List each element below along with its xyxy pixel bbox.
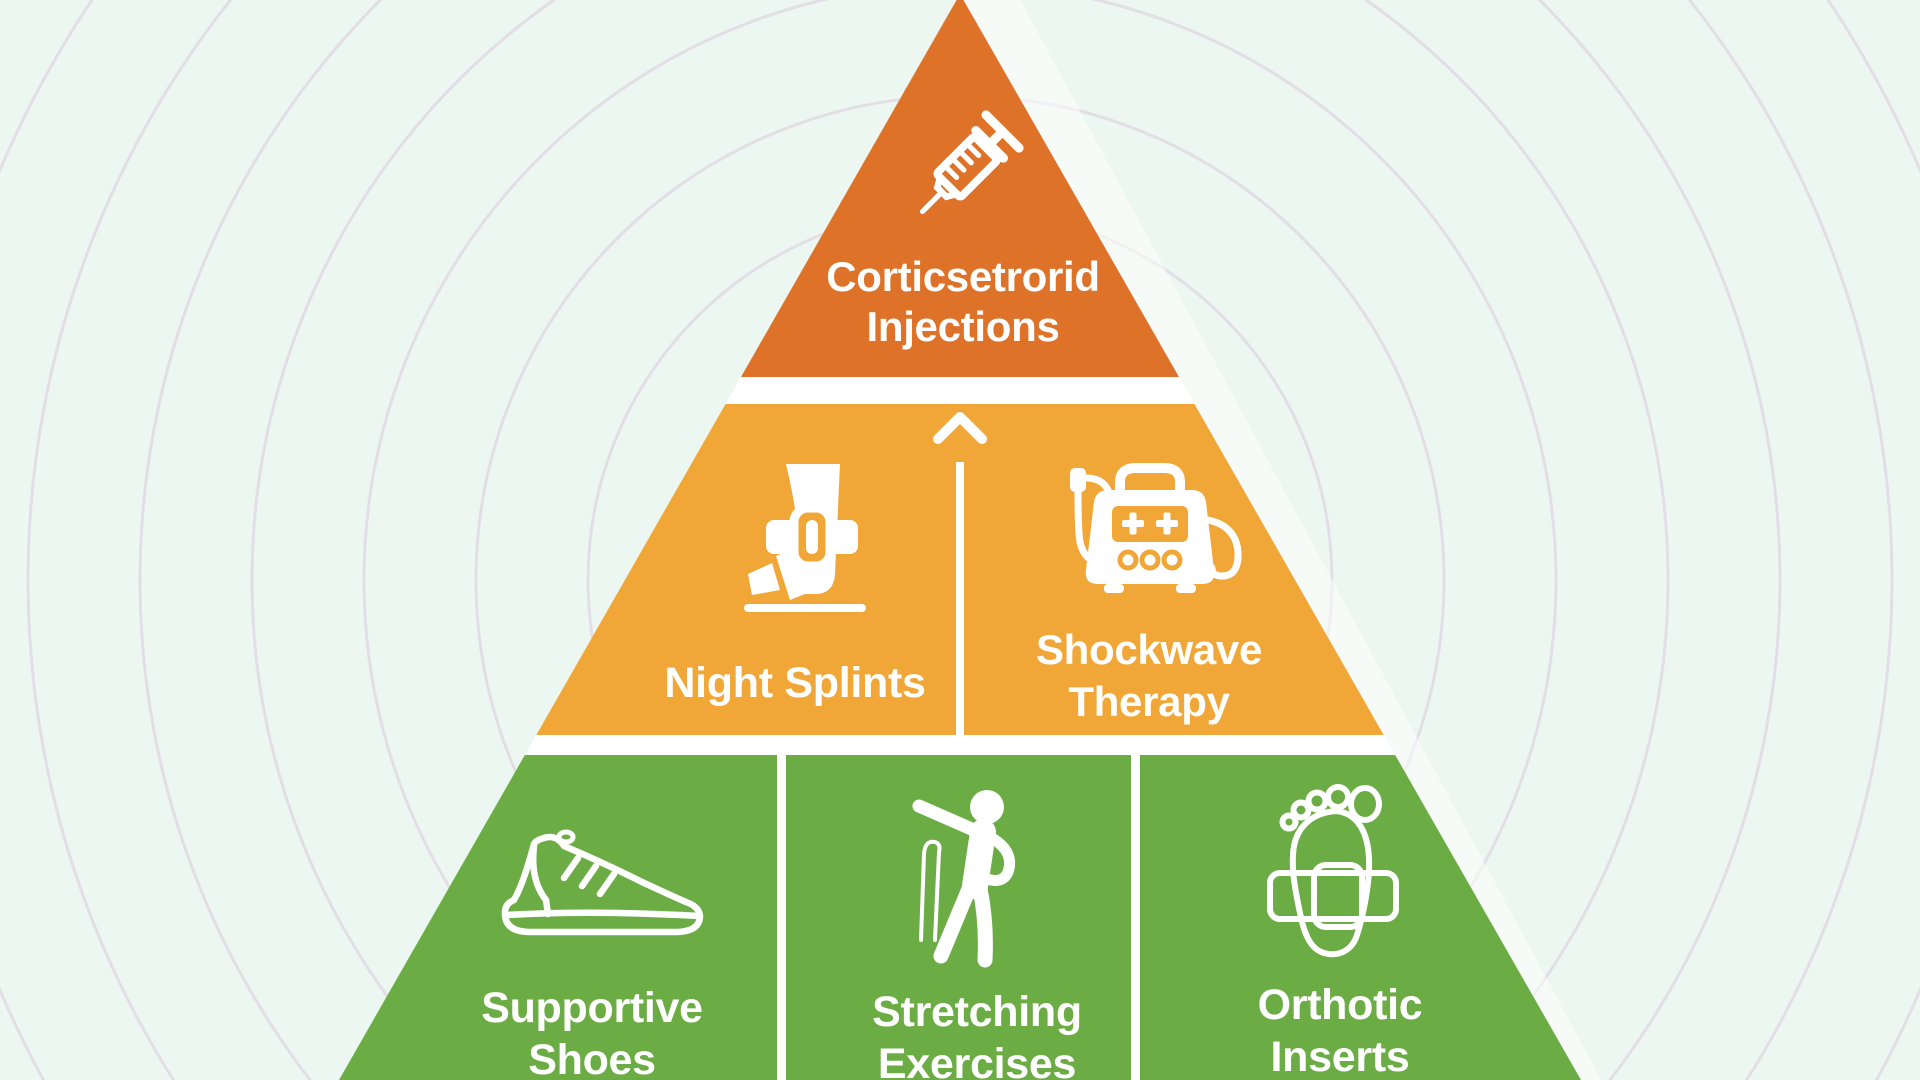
label-line: Therapy — [1068, 678, 1230, 725]
label-line: Night Splints — [664, 659, 926, 707]
bottom-tier-divider-left — [777, 755, 786, 1080]
label-line: Stretching — [872, 988, 1082, 1036]
label-line: Exercises — [877, 1040, 1077, 1080]
label-line: Orthotic — [1257, 981, 1423, 1029]
night-splint-icon — [744, 464, 866, 612]
label-supportive-shoes: Supportive Shoes — [481, 982, 703, 1080]
label-line: Corticsetrorid — [826, 253, 1100, 300]
chevron-up-icon — [933, 412, 987, 444]
label-line: Supportive — [481, 984, 703, 1032]
bottom-tier-divider-right — [1131, 755, 1140, 1080]
label-line: Injections — [866, 303, 1060, 350]
stretching-person-icon — [912, 790, 1016, 968]
orthotic-foot-icon — [1267, 784, 1399, 958]
label-stretching-exercises: Stretching Exercises — [872, 986, 1082, 1080]
running-shoe-icon — [501, 829, 704, 936]
label-line: Shockwave — [1035, 626, 1263, 673]
syringe-icon — [919, 110, 1024, 215]
middle-tier-divider — [956, 462, 964, 735]
label-corticosteroid-injections: Corticsetrorid Injections — [826, 252, 1100, 352]
label-line: Shoes — [528, 1036, 656, 1080]
label-night-splints: Night Splints — [664, 659, 926, 707]
label-shockwave-therapy: Shockwave Therapy — [1036, 624, 1262, 728]
shockwave-device-icon — [1070, 463, 1242, 593]
label-orthotic-inserts: Orthotic Inserts — [1258, 979, 1423, 1080]
label-line: Inserts — [1270, 1033, 1410, 1080]
